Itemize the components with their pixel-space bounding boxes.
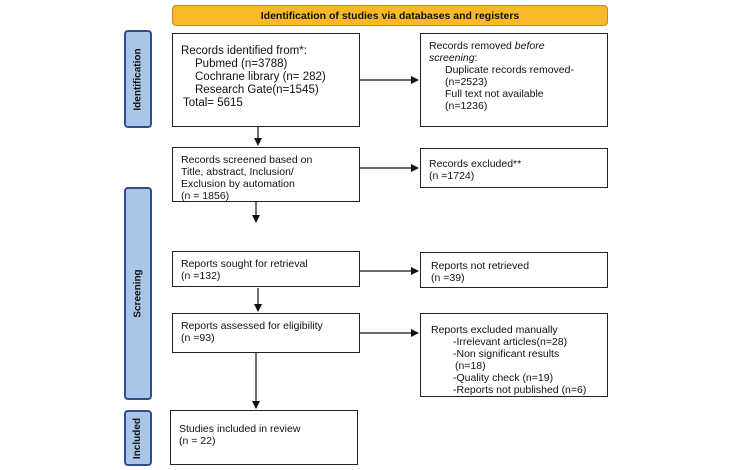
records-removed-heading-1: Records removed before xyxy=(429,40,599,52)
records-removed-heading-2: screening: xyxy=(429,52,599,64)
included-count: (n = 22) xyxy=(179,435,216,447)
manual-excluded-item: -Quality check (n=19) xyxy=(453,372,554,384)
manual-excluded-label: Reports excluded manually xyxy=(431,324,558,336)
excluded-label: Records excluded** xyxy=(429,158,522,170)
records-removed-box: Records removed before screening: Duplic… xyxy=(420,33,608,127)
included-label: Studies included in review xyxy=(179,423,301,435)
reports-assessed-box: Reports assessed for eligibility (n =93) xyxy=(172,313,360,353)
not-retrieved-label: Reports not retrieved xyxy=(431,260,530,272)
records-identified-title: Records identified from*: xyxy=(181,45,307,57)
sought-label: Reports sought for retrieval xyxy=(181,258,308,270)
manual-excluded-item: -Non significant results xyxy=(453,348,560,360)
studies-included-box: Studies included in review (n = 22) xyxy=(170,410,358,465)
records-removed-before: before xyxy=(514,40,545,52)
reports-excluded-manually-box: Reports excluded manually -Irrelevant ar… xyxy=(420,313,608,397)
cochrane-count: Cochrane library (n= 282) xyxy=(195,71,326,83)
phase-included: Included xyxy=(124,410,152,466)
duplicates-count: (n=2523) xyxy=(445,76,488,88)
records-removed-colon: : xyxy=(474,52,478,64)
records-screened-box: Records screened based on Title, abstrac… xyxy=(172,147,360,202)
records-removed-prefix: Records removed xyxy=(429,40,515,52)
fulltext-count: (n=1236) xyxy=(445,100,488,112)
records-identified-box: Records identified from*: Pubmed (n=3788… xyxy=(172,33,360,127)
flow-header: Identification of studies via databases … xyxy=(172,5,608,26)
screened-line-1: Records screened based on xyxy=(181,154,313,166)
assessed-count: (n =93) xyxy=(181,332,215,344)
phase-identification: Identification xyxy=(124,30,152,128)
phase-screening: Screening xyxy=(124,187,152,400)
reports-sought-box: Reports sought for retrieval (n =132) xyxy=(172,251,360,287)
duplicates-label: Duplicate records removed- xyxy=(445,64,574,76)
records-removed-screening: screening xyxy=(429,52,475,64)
screened-line-2: Title, abstract, Inclusion/ xyxy=(181,166,294,178)
pubmed-count: Pubmed (n=3788) xyxy=(195,58,288,70)
research-gate-count: Research Gate(n=1545) xyxy=(195,84,319,96)
records-excluded-box: Records excluded** (n =1724) xyxy=(420,148,608,188)
sought-count: (n =132) xyxy=(181,270,221,282)
screened-line-3: Exclusion by automation xyxy=(181,178,295,190)
assessed-label: Reports assessed for eligibility xyxy=(181,320,323,332)
manual-excluded-item: -Reports not published (n=6) xyxy=(453,384,587,396)
manual-excluded-item: -Irrelevant articles(n=28) xyxy=(453,336,568,348)
screened-count: (n = 1856) xyxy=(181,190,230,202)
excluded-count: (n =1724) xyxy=(429,170,475,182)
manual-excluded-item: (n=18) xyxy=(455,360,486,372)
not-retrieved-count: (n =39) xyxy=(431,272,465,284)
reports-not-retrieved-box: Reports not retrieved (n =39) xyxy=(420,252,608,288)
total-count: Total= 5615 xyxy=(183,97,243,109)
fulltext-label: Full text not available xyxy=(445,88,544,100)
